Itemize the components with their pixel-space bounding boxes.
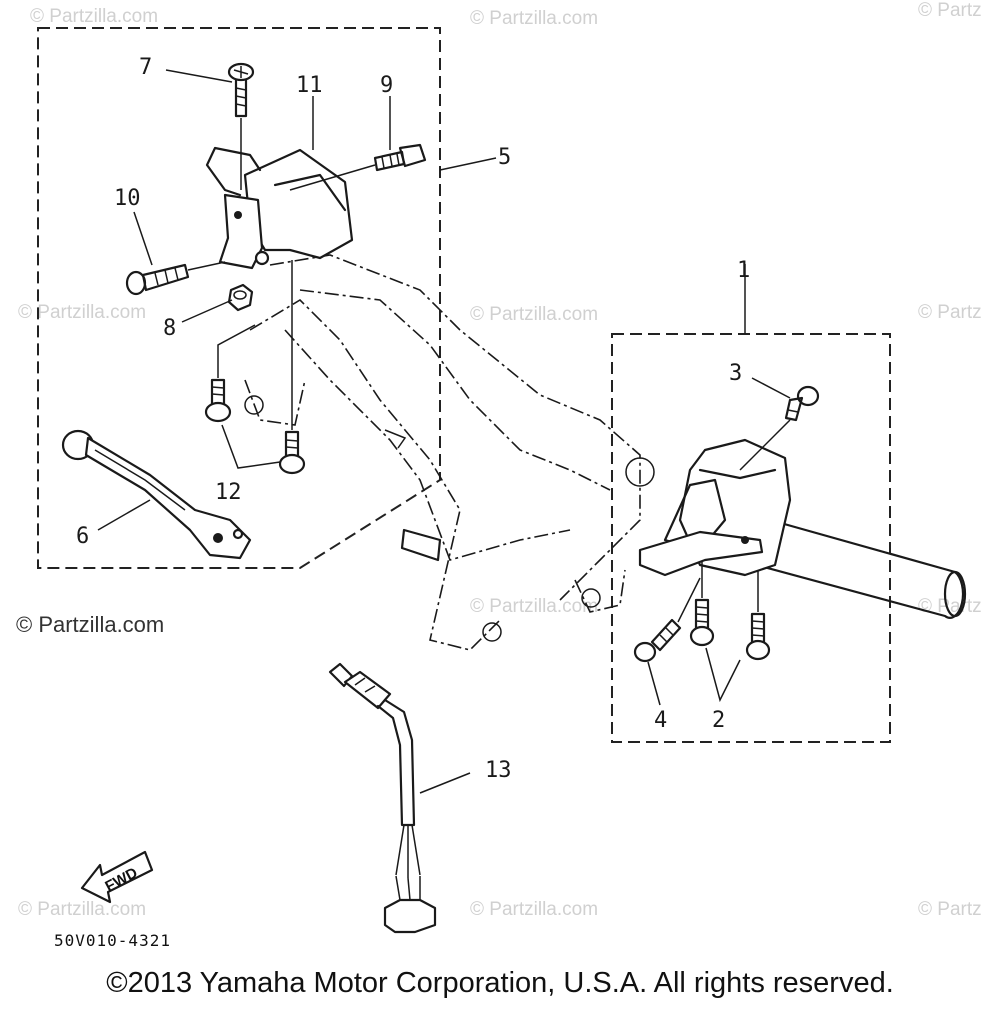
screw-2b	[745, 570, 771, 661]
callout-13: 13	[485, 758, 512, 783]
watermark: © Partzilla.com	[470, 304, 598, 325]
watermark: © Partzilla.com	[18, 899, 146, 920]
leader-12	[221, 424, 281, 469]
bolt-10	[125, 261, 226, 296]
throttle-grip	[758, 518, 967, 619]
leader-5	[439, 157, 497, 171]
callout-5: 5	[498, 145, 511, 170]
diagram-code: 50V010-4321	[54, 931, 171, 950]
watermark: © Partzilla.com	[470, 596, 598, 617]
bolt-7	[227, 62, 255, 190]
fwd-arrow-icon: FWD	[80, 850, 154, 904]
watermark: © Partz	[918, 0, 982, 21]
group-box-left	[37, 27, 441, 569]
leader-10	[133, 211, 153, 266]
watermark: © Partzilla.com	[18, 302, 146, 323]
callout-7: 7	[139, 55, 152, 80]
callout-3: 3	[729, 361, 742, 386]
watermark: © Partz	[918, 302, 982, 323]
leader-13	[419, 772, 471, 794]
callout-11: 11	[296, 73, 323, 98]
nut-8	[227, 283, 254, 312]
leader-4	[647, 661, 661, 706]
brake-switch-13	[328, 662, 437, 934]
bolt-9	[289, 143, 427, 191]
watermark-layer: © Partzilla.com © Partzilla.com © Partz …	[16, 0, 982, 920]
callout-2: 2	[712, 708, 725, 733]
mount-tab	[400, 528, 442, 562]
leader-2	[705, 647, 741, 703]
callout-10: 10	[114, 186, 141, 211]
watermark: © Partz	[918, 899, 982, 920]
screw-4	[633, 577, 701, 663]
callout-9: 9	[380, 73, 393, 98]
watermark-prominent: © Partzilla.com	[16, 612, 164, 637]
screw-12b	[278, 260, 306, 475]
leader-6	[97, 499, 151, 531]
callout-6: 6	[76, 524, 89, 549]
brake-lever-6	[61, 429, 252, 560]
watermark: © Partzilla.com	[470, 8, 598, 29]
callout-1: 1	[737, 258, 750, 283]
callout-4: 4	[654, 708, 667, 733]
right-switch-assembly	[638, 438, 792, 577]
screw-12a	[204, 324, 256, 423]
leader-7	[165, 69, 233, 83]
watermark: © Partzilla.com	[470, 899, 598, 920]
callout-8: 8	[163, 316, 176, 341]
leader-3	[751, 377, 791, 399]
callout-12: 12	[215, 480, 242, 505]
handlebar-frame	[244, 254, 655, 651]
screw-3	[739, 385, 820, 471]
callout-labels: 1 2 3 4 5 6 7 8 9 10 11 12 13	[76, 55, 750, 783]
screw-2a	[689, 562, 715, 647]
leader-8	[181, 299, 233, 323]
lever-bracket	[205, 146, 354, 270]
group-box-right	[611, 333, 891, 743]
watermark: © Partz	[918, 596, 982, 617]
copyright-notice: ©2013 Yamaha Motor Corporation, U.S.A. A…	[106, 967, 894, 999]
watermark: © Partzilla.com	[30, 6, 158, 27]
